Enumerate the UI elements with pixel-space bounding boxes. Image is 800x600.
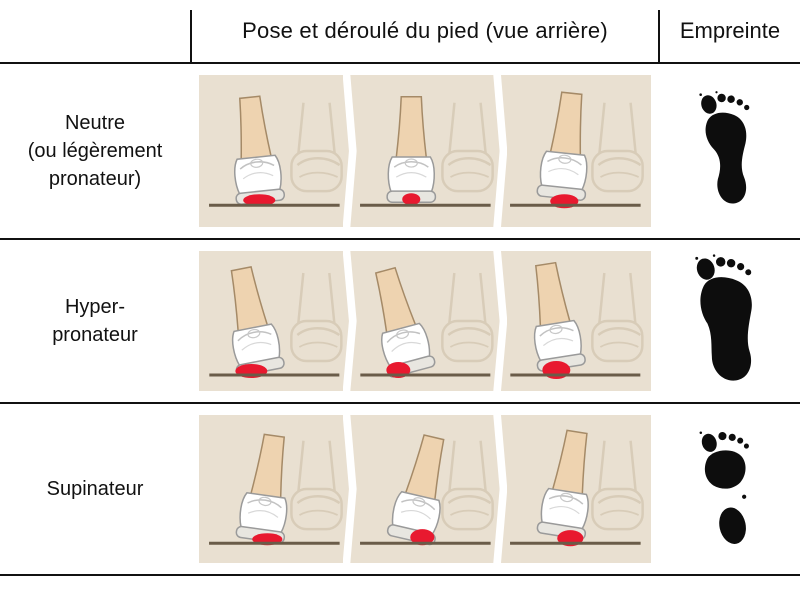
footprint-hyper-pronateur-icon — [694, 254, 759, 383]
label-line: pronateur) — [48, 168, 142, 190]
empreinte-cell-supinateur — [660, 404, 800, 574]
row-neutre: Neutre (ou légèrement pronateur) — [0, 64, 800, 240]
sequence-cell-hyper — [190, 240, 660, 402]
foot-phase1-hyper-illustration — [209, 263, 343, 378]
phase-separator-chevron — [493, 415, 508, 563]
row-label-neutre: Neutre (ou légèrement pronateur) — [0, 64, 190, 238]
row-supinateur: Supinateur — [0, 404, 800, 576]
foot-sequence-supinateur — [199, 415, 651, 563]
foot-phase1-supinateur-illustration — [209, 431, 343, 546]
header-empty-cell — [0, 0, 190, 62]
foot-phase1-neutre-illustration — [209, 94, 343, 207]
row-label-supinateur: Supinateur — [0, 404, 190, 574]
sequence-cell-neutre — [190, 64, 660, 238]
foot-phase3-neutre-illustration — [510, 90, 645, 209]
phase-separator-chevron — [493, 251, 508, 391]
phase-separator-chevron — [342, 251, 357, 391]
column-header-empreinte: Empreinte — [679, 18, 781, 43]
label-line: Hyper- — [64, 296, 125, 318]
foot-phase2-neutre-illustration — [359, 96, 494, 207]
label-line: pronateur — [52, 324, 138, 346]
foot-phase3-hyper-illustration — [510, 259, 644, 379]
empreinte-cell-hyper — [660, 240, 800, 402]
header-main-cell: Pose et déroulé du pied (vue arrière) — [190, 0, 660, 62]
foot-phase2-supinateur-illustration — [359, 431, 494, 547]
footprint-supinateur-icon — [699, 428, 756, 548]
phase-separator-chevron — [493, 75, 508, 227]
header-empreinte-cell: Empreinte — [660, 0, 800, 62]
footprint-neutre-icon — [698, 90, 756, 206]
label-line: Neutre — [64, 112, 126, 134]
foot-phase2-hyper-illustration — [360, 263, 494, 379]
foot-phase3-supinateur-illustration — [510, 427, 645, 547]
empreinte-cell-neutre — [660, 64, 800, 238]
sequence-cell-supinateur — [190, 404, 660, 574]
phase-separator-chevron — [342, 75, 357, 227]
table-header: Pose et déroulé du pied (vue arrière) Em… — [0, 0, 800, 64]
foot-sequence-neutre — [199, 75, 651, 227]
label-line: Supinateur — [46, 478, 144, 500]
phase-separator-chevron — [342, 415, 357, 563]
row-hyper-pronateur: Hyper- pronateur — [0, 240, 800, 404]
column-header-pose: Pose et déroulé du pied (vue arrière) — [242, 18, 608, 43]
foot-sequence-hyper — [199, 251, 651, 391]
row-label-hyper-pronateur: Hyper- pronateur — [0, 240, 190, 402]
label-line: (ou légèrement — [27, 140, 163, 162]
